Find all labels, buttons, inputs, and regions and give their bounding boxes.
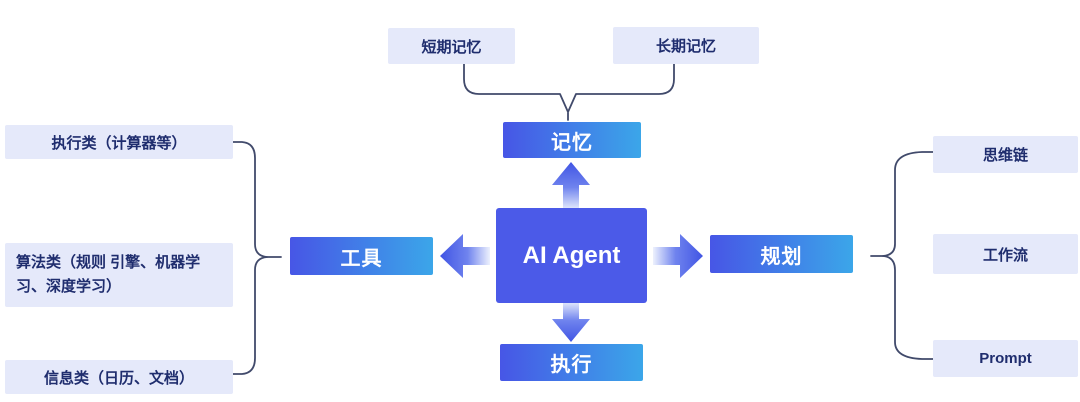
planning-item-chain-of-thought: 思维链	[933, 136, 1078, 173]
planning-item-workflow: 工作流	[933, 234, 1078, 274]
branch-node-execution: 执行	[500, 344, 643, 381]
arrow-down-icon	[552, 303, 590, 342]
memory-item-long-term: 长期记忆	[613, 27, 759, 64]
planning-brace	[882, 151, 934, 360]
memory-brace	[463, 62, 675, 113]
branch-node-tools: 工具	[290, 237, 433, 275]
arrow-right-icon	[653, 234, 703, 278]
branch-node-planning: 规划	[710, 235, 853, 273]
tools-item-algorithm-type: 算法类（规则 引擎、机器学习、深度学习）	[5, 243, 233, 307]
tools-item-execution-type: 执行类（计算器等）	[5, 125, 233, 159]
tools-item-information-type: 信息类（日历、文档）	[5, 360, 233, 394]
memory-item-short-term: 短期记忆	[388, 28, 515, 64]
tools-brace	[232, 141, 268, 375]
branch-node-memory: 记忆	[503, 122, 641, 158]
arrow-left-icon	[440, 234, 490, 278]
planning-item-prompt: Prompt	[933, 340, 1078, 377]
arrow-up-icon	[552, 162, 590, 208]
center-node-ai-agent: AI Agent	[496, 208, 647, 303]
